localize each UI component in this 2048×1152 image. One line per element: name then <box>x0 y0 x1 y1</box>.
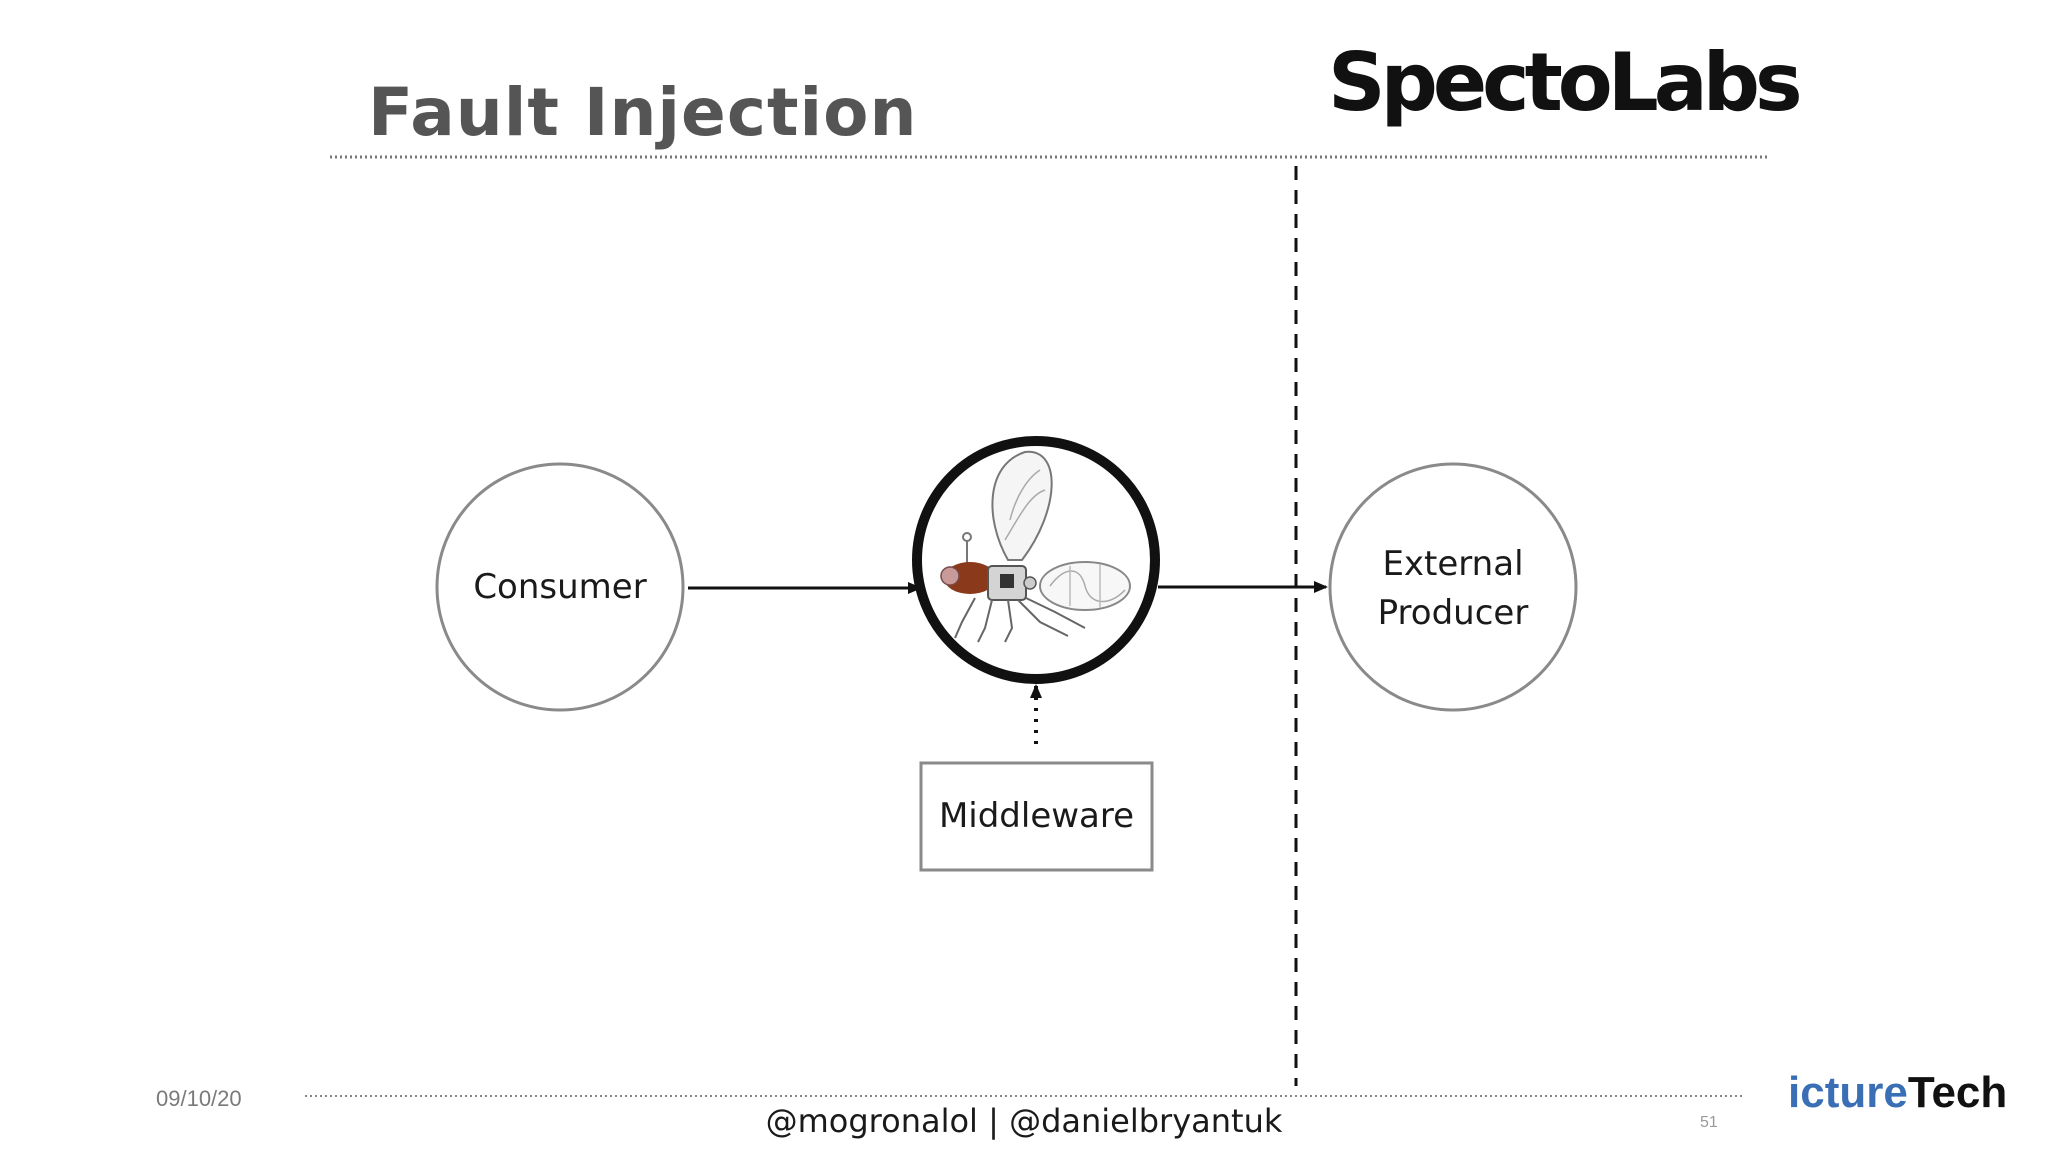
brand-part-black: Tech <box>1907 1068 2008 1117</box>
external-producer-label-line2: Producer <box>1377 593 1529 633</box>
picturetech-brand: ictureTech <box>1788 1068 2007 1118</box>
hub-node <box>912 436 1160 684</box>
footer-handles: @mogronalol | @danielbryantuk <box>765 1102 1283 1140</box>
external-producer-node <box>1328 462 1578 712</box>
consumer-label: Consumer <box>473 567 647 607</box>
middleware-box <box>919 761 1154 872</box>
page-number: 51 <box>1700 1114 1718 1131</box>
middleware-label: Middleware <box>938 796 1135 836</box>
slide-date: 09/10/20 <box>156 1086 242 1111</box>
robot-fly-icon <box>940 450 1131 643</box>
brand-part-blue: icture <box>1788 1068 1908 1117</box>
consumer-node <box>435 462 685 712</box>
spectolabs-logo: SpectoLabs <box>1328 36 1803 129</box>
slide-title: Fault Injection <box>368 74 918 151</box>
external-producer-label-line1: External <box>1382 544 1524 584</box>
external-producer-label: External Producer <box>1353 540 1553 638</box>
